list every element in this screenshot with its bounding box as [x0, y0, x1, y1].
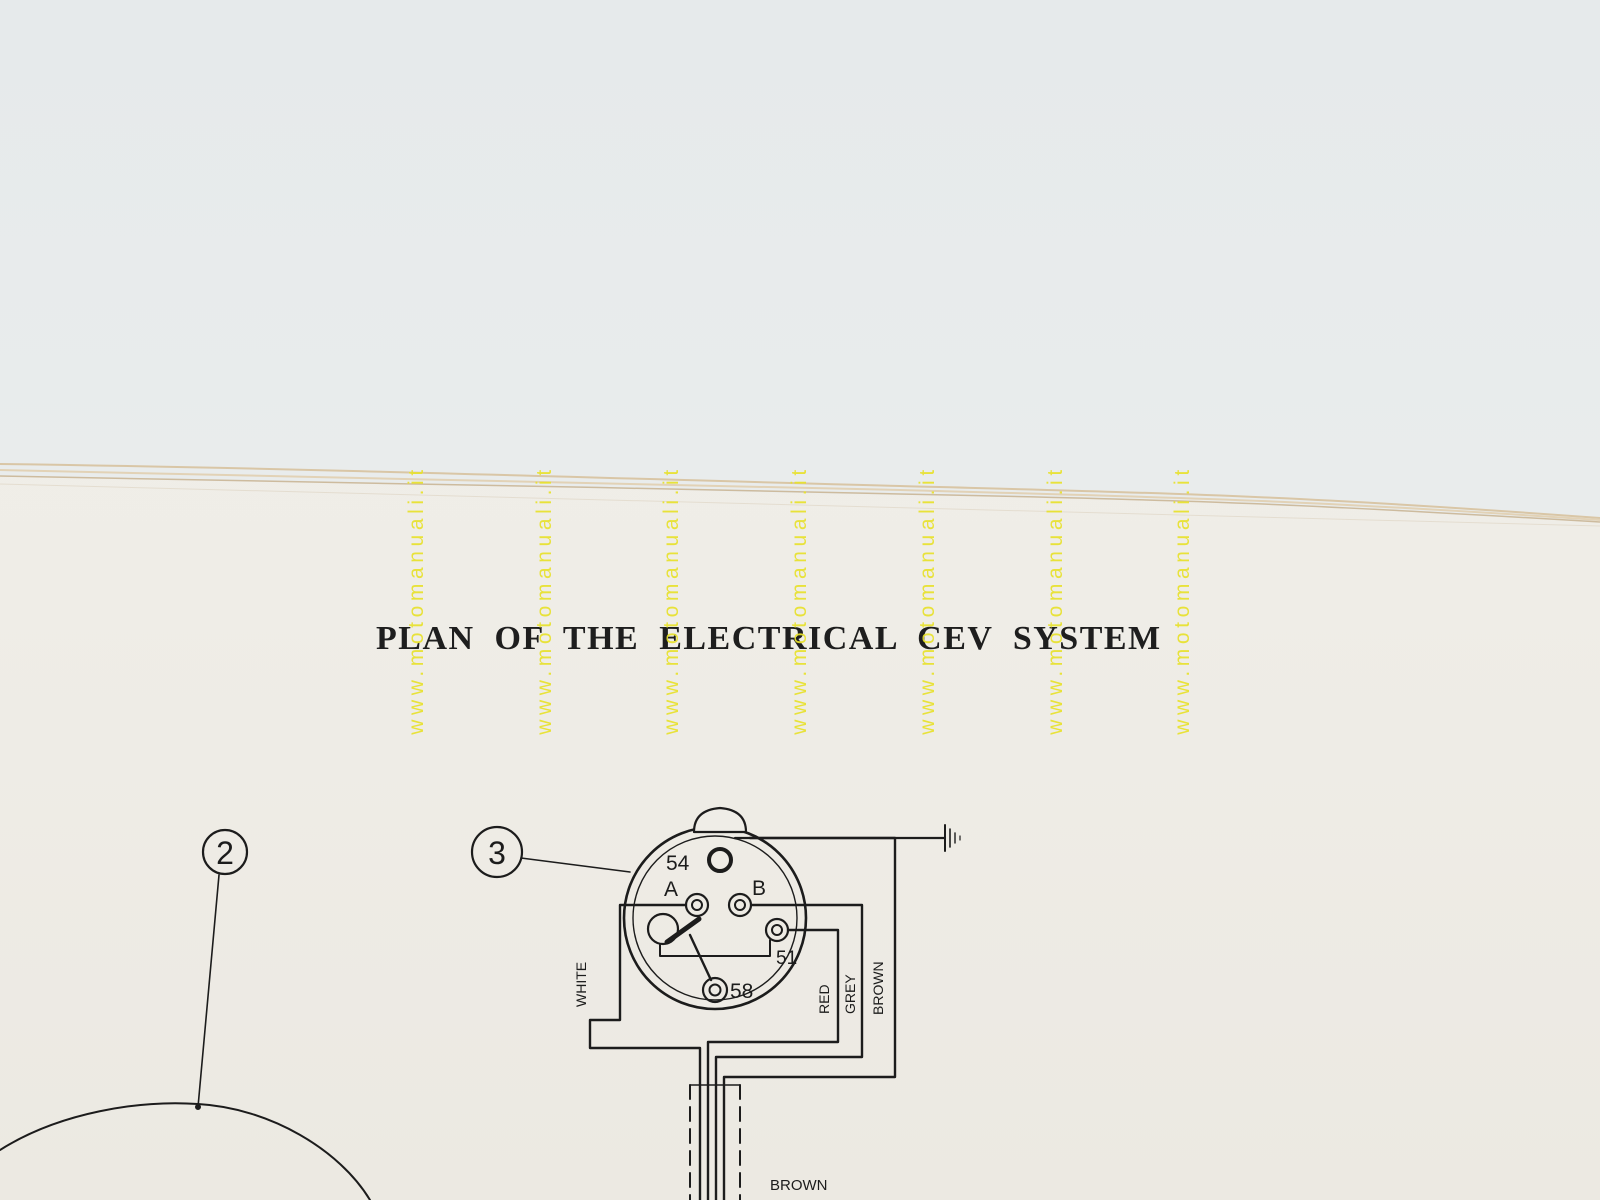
terminal-a-label: A: [664, 878, 678, 901]
wire-label-brown-bottom: BROWN: [770, 1177, 828, 1194]
watermark-text: www.motomanuali.it: [533, 465, 557, 735]
terminal-51-label: 51: [776, 948, 797, 969]
watermark-column: www.motomanuali.it: [652, 440, 692, 760]
wire-grey: [714, 903, 864, 1200]
callout-2-circle: [201, 828, 249, 876]
callout-3-leader: [520, 857, 631, 873]
watermark-text: www.motomanuali.it: [1044, 465, 1068, 735]
wire-label-grey: GREY: [842, 974, 858, 1014]
terminal-b-outer: [727, 892, 753, 918]
wire-white: [588, 903, 702, 1200]
watermark-column: www.motomanuali.it: [1036, 440, 1076, 760]
wire-label-brown: BROWN: [870, 961, 886, 1015]
callout-3-circle: [470, 825, 524, 879]
switch-cap: [692, 806, 748, 834]
callout-2-leader: [197, 874, 220, 1108]
terminal-54-label: 54: [666, 852, 690, 875]
watermark-text: www.motomanuali.it: [916, 465, 940, 735]
watermark-column: www.motomanuali.it: [1163, 440, 1203, 760]
watermark-column: www.motomanuali.it: [780, 440, 820, 760]
terminal-58-outer: [701, 976, 729, 1004]
callout-2-dot: [195, 1104, 201, 1110]
terminal-b-label: B: [752, 877, 766, 900]
rotor-link: [688, 933, 713, 982]
wire-brown: [722, 836, 897, 1200]
page-title: PLAN OF THE ELECTRICAL CEV SYSTEM: [376, 620, 1162, 657]
watermark-text: www.motomanuali.it: [405, 465, 429, 735]
watermark-text: www.motomanuali.it: [660, 465, 684, 735]
wire-red: [706, 928, 840, 1200]
internal-bridge: [659, 939, 771, 957]
rotor-arm: [664, 916, 702, 945]
watermark-text: www.motomanuali.it: [1171, 465, 1195, 735]
rotor-contact: [646, 912, 680, 946]
terminal-58-label: 58: [730, 980, 753, 1003]
terminal-a-outer: [684, 892, 710, 918]
wire-label-red: RED: [816, 984, 832, 1014]
watermark-column: www.motomanuali.it: [525, 440, 565, 760]
component-2-outline: [0, 1102, 371, 1200]
cable-sheath: [689, 1084, 741, 1200]
callout-2-label: 2: [216, 835, 234, 871]
watermark-column: www.motomanuali.it: [908, 440, 948, 760]
switch-body-inner: [632, 835, 798, 1001]
terminal-51-outer: [764, 917, 790, 943]
wire-label-white: WHITE: [573, 962, 589, 1007]
terminal-54: [707, 847, 733, 873]
watermark-column: www.motomanuali.it: [397, 440, 437, 760]
callout-3-label: 3: [488, 835, 506, 871]
earth-symbol: [944, 824, 961, 852]
watermark-text: www.motomanuali.it: [788, 465, 812, 735]
